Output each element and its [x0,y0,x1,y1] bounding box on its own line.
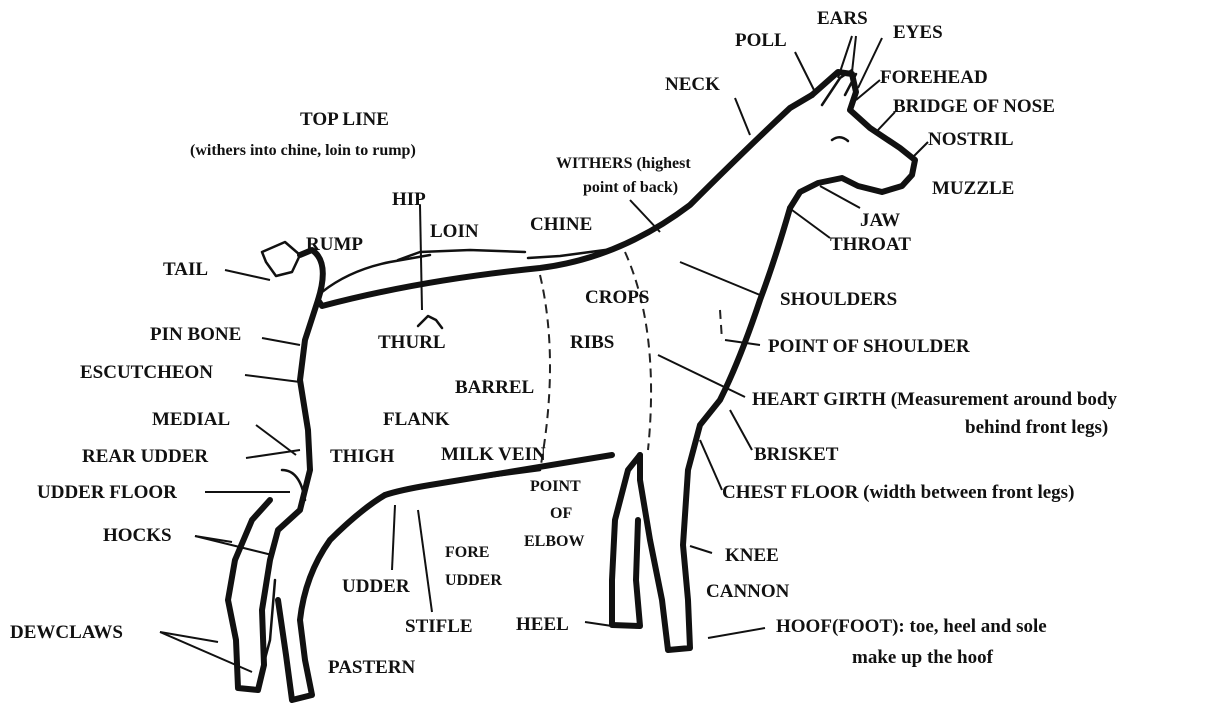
label-chest-floor: CHEST FLOOR (width between front legs) [722,482,1074,503]
label-escutcheon: ESCUTCHEON [80,362,213,383]
label-brisket: BRISKET [754,444,839,465]
label-shoulders: SHOULDERS [780,289,897,310]
label-withers-2: point of back) [583,179,678,196]
label-rump: RUMP [306,234,363,255]
label-udder: UDDER [342,576,410,597]
labels: EARS EYES POLL FOREHEAD NECK BRIDGE OF N… [10,8,1117,678]
label-bridge-of-nose: BRIDGE OF NOSE [893,96,1055,117]
label-barrel: BARREL [455,377,534,398]
label-top-line: TOP LINE [300,109,389,130]
label-thigh: THIGH [330,446,395,467]
label-ears: EARS [817,8,868,29]
label-eyes: EYES [893,22,943,43]
label-thurl: THURL [378,332,446,353]
label-point-of-elbow-2: OF [550,505,572,522]
label-dewclaws: DEWCLAWS [10,622,123,643]
label-hoof: HOOF(FOOT): toe, heel and sole [776,616,1047,637]
label-medial: MEDIAL [152,409,230,430]
label-knee: KNEE [725,545,779,566]
label-hip: HIP [392,189,426,210]
label-forehead: FOREHEAD [880,67,988,88]
label-jaw: JAW [860,210,900,231]
label-hocks: HOCKS [103,525,172,546]
label-cannon: CANNON [706,581,790,602]
label-top-line-note: (withers into chine, loin to rump) [190,142,416,159]
label-heel: HEEL [516,614,569,635]
label-muzzle: MUZZLE [932,178,1014,199]
label-pastern: PASTERN [328,657,416,678]
label-flank: FLANK [383,409,450,430]
label-ribs: RIBS [570,332,614,353]
label-hoof-2: make up the hoof [852,647,994,668]
label-fore-udder-2: UDDER [445,572,502,589]
label-milk-vein: MILK VEIN [441,444,546,465]
label-chine: CHINE [530,214,592,235]
label-throat: THROAT [830,234,911,255]
label-udder-floor: UDDER FLOOR [37,482,177,503]
label-tail: TAIL [163,259,208,280]
label-withers: WITHERS (highest [556,155,691,172]
label-point-of-shoulder: POINT OF SHOULDER [768,336,970,357]
label-heart-girth-2: behind front legs) [965,417,1108,438]
label-stifle: STIFLE [405,616,473,637]
label-heart-girth: HEART GIRTH (Measurement around body [752,389,1117,410]
label-fore-udder-1: FORE [445,544,489,561]
label-rear-udder: REAR UDDER [82,446,208,467]
label-loin: LOIN [430,221,479,242]
label-pin-bone: PIN BONE [150,324,241,345]
label-poll: POLL [735,30,787,51]
label-crops: CROPS [585,287,649,308]
label-nostril: NOSTRIL [928,129,1014,150]
label-point-of-elbow-1: POINT [530,478,581,495]
label-point-of-elbow-3: ELBOW [524,533,584,550]
label-neck: NECK [665,74,720,95]
